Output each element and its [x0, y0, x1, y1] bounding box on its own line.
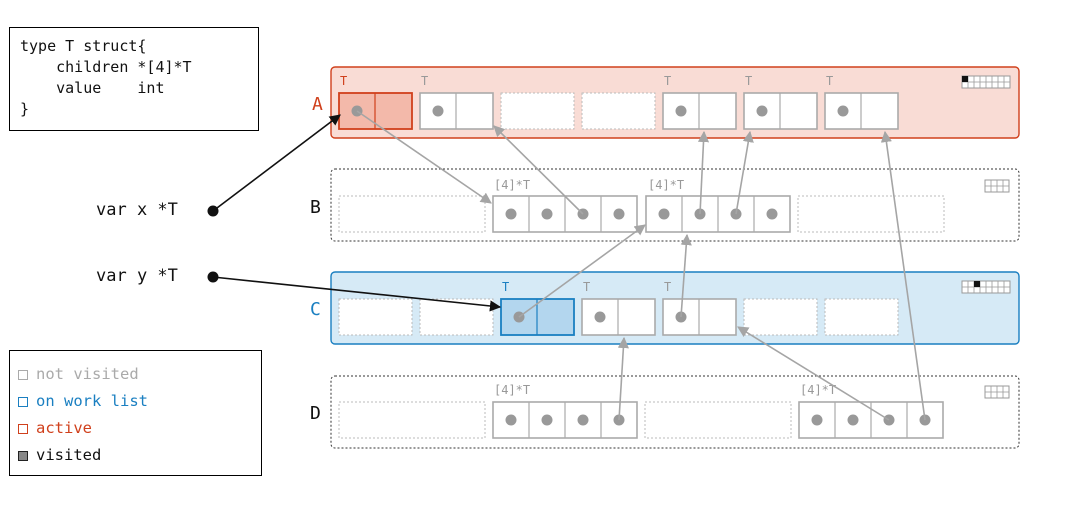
empty-slot: [419, 298, 494, 336]
object-t: [662, 92, 737, 130]
object-array: [645, 195, 791, 233]
code-line: type T struct{: [20, 37, 147, 55]
empty-slot: [338, 401, 486, 439]
legend-label: active: [36, 419, 92, 437]
object-array: [798, 401, 944, 439]
struct-definition: type T struct{ children *[4]*T value int…: [9, 27, 259, 131]
empty-slot: [500, 92, 575, 130]
object-array: [492, 401, 638, 439]
legend-label: not visited: [36, 365, 139, 383]
not-visited-swatch-icon: [18, 369, 28, 380]
empty-slot: [338, 195, 486, 233]
pointer-arrow: [737, 326, 890, 421]
slot-type-label: T: [502, 280, 509, 294]
pointer-arrow: [617, 336, 629, 421]
empty-slot: [338, 298, 413, 336]
legend-visited: visited: [18, 442, 253, 469]
pointer-arrow: [518, 224, 646, 318]
slot-type-label: [4]*T: [494, 178, 530, 192]
pointer-arrow: [356, 110, 492, 204]
slot-type-label: T: [421, 74, 428, 88]
root-pointer-arrow: [212, 276, 502, 312]
span-d: D [4]*T [4]*T: [310, 375, 1020, 449]
empty-slot: [581, 92, 656, 130]
pointer-arrow: [493, 125, 584, 215]
slot-type-label: T: [340, 74, 347, 88]
code-line: }: [20, 100, 30, 118]
slot-type-label: T: [745, 74, 752, 88]
slot-type-label: T: [664, 280, 671, 294]
var-x-label: var x *T: [96, 200, 178, 220]
object-t: [824, 92, 899, 130]
object-t: [743, 92, 818, 130]
slot-type-label: T: [664, 74, 671, 88]
work-list-swatch-icon: [18, 396, 28, 407]
root-pointers: [207, 114, 502, 312]
object-t-work-list: [500, 298, 575, 336]
pointer-arrow: [697, 130, 710, 215]
legend-label: on work list: [36, 392, 148, 410]
mark-bitmap-icon: [984, 385, 1010, 399]
empty-slot: [824, 298, 899, 336]
mark-bitmap-icon: [984, 179, 1010, 193]
slot-type-label: [4]*T: [494, 383, 530, 397]
visited-swatch-icon: [18, 450, 28, 461]
slot-type-label: [4]*T: [800, 383, 836, 397]
object-array: [492, 195, 638, 233]
legend-not-visited: not visited: [18, 361, 253, 388]
legend-label: visited: [36, 446, 102, 464]
heap-pointers: [356, 110, 926, 421]
var-y-label: var y *T: [96, 266, 178, 286]
active-swatch-icon: [18, 423, 28, 434]
pointer-arrow: [880, 130, 926, 421]
slot-type-label: T: [826, 74, 833, 88]
span-c: C T T T: [310, 271, 1020, 345]
span-label: D: [310, 403, 321, 424]
empty-slot: [644, 401, 792, 439]
legend: not visited on work list active visited: [9, 350, 262, 476]
span-b: B [4]*T [4]*T: [310, 168, 1020, 242]
object-t: [419, 92, 494, 130]
slot-type-label: T: [583, 280, 590, 294]
code-line: children *[4]*T: [20, 58, 192, 76]
empty-slot: [743, 298, 818, 336]
span-a: A T T T T T: [312, 66, 1020, 139]
pointer-arrow: [680, 233, 692, 318]
mark-bitmap-icon: [961, 280, 1011, 294]
code-line: value int: [20, 79, 165, 97]
object-t: [581, 298, 656, 336]
slot-type-label: [4]*T: [648, 178, 684, 192]
legend-on-work-list: on work list: [18, 388, 253, 415]
pointer-arrow: [735, 130, 754, 215]
mark-bitmap-icon: [961, 75, 1011, 89]
span-label: A: [312, 94, 323, 115]
object-t: [662, 298, 737, 336]
empty-slot: [797, 195, 945, 233]
legend-active: active: [18, 415, 253, 442]
span-label: C: [310, 299, 321, 320]
root-pointer-arrow: [212, 114, 341, 212]
span-label: B: [310, 197, 321, 218]
